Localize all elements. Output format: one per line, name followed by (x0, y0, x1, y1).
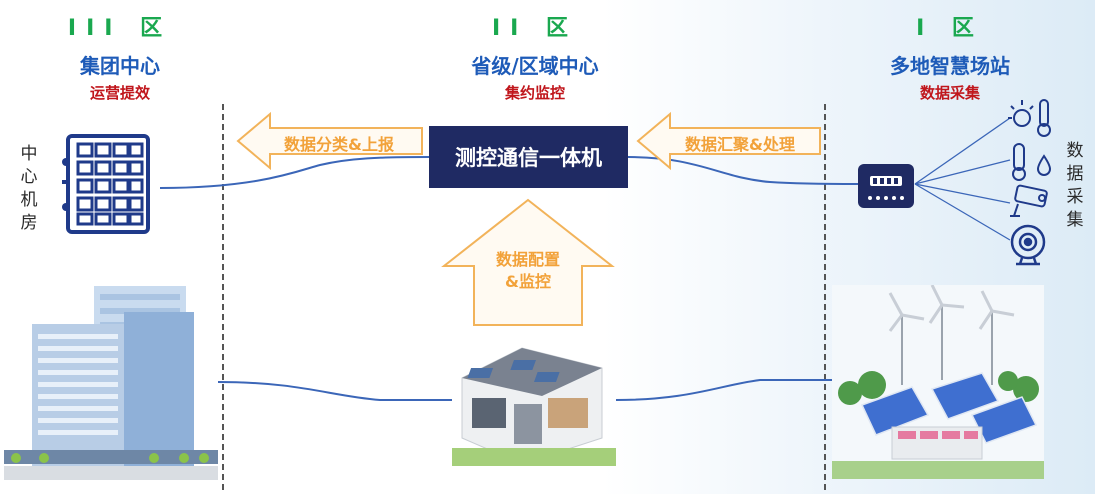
arrow-up-label-2: &监控 (505, 272, 551, 291)
arrow-up-shape (441, 198, 615, 326)
zone-i-heading: I 区 (916, 16, 984, 41)
zone-iii-subtitle: 运营提效 (89, 84, 150, 102)
server-room-label: 中心机房 (20, 143, 44, 235)
sun-thermometer-icon (1008, 99, 1051, 137)
zone-i-title: 多地智慧场站 (890, 54, 1010, 78)
zone-ii-heading: II 区 (491, 16, 579, 41)
zone-i-subtitle: 数据采集 (919, 84, 980, 102)
substation-building-image (452, 347, 616, 466)
divider-ii-i (824, 104, 826, 490)
arrow-up-label-1: 数据配置 (495, 250, 560, 269)
server-room-text: 中心机房 (20, 144, 38, 233)
server-rack-icon (62, 134, 150, 234)
sensor-fan-lines (914, 117, 1011, 241)
hub-label: 测控通信一体机 (455, 146, 602, 170)
collection-text: 数据采集 (1066, 141, 1084, 230)
zone-ii-subtitle: 集约监控 (504, 84, 565, 102)
link-hub-to-gateway (627, 156, 859, 185)
thermometer-drop-icon (1012, 143, 1052, 181)
divider-iii-ii (222, 104, 224, 490)
arrow-right-label: 数据汇聚&处理 (685, 135, 795, 154)
arrow-left-shape (236, 111, 423, 171)
link-building-to-station (217, 381, 452, 401)
link-station-to-farm (615, 379, 832, 401)
link-server-to-hub (159, 156, 430, 189)
camera-icon (1010, 184, 1048, 217)
arrow-right-shape (636, 111, 821, 171)
office-buildings-image (4, 286, 218, 480)
zone-ii-title: 省级/区域中心 (471, 54, 599, 78)
collection-label: 数据采集 (1066, 140, 1090, 232)
zone-iii-title: 集团中心 (80, 54, 160, 78)
webcam-icon (1010, 224, 1046, 266)
zone-iii-heading: III 区 (67, 16, 173, 41)
gateway-device-icon (858, 164, 914, 208)
arrow-left-label: 数据分类&上报 (284, 135, 394, 154)
solar-wind-farm-image (832, 285, 1044, 479)
hub-box: 测控通信一体机 (429, 126, 628, 188)
